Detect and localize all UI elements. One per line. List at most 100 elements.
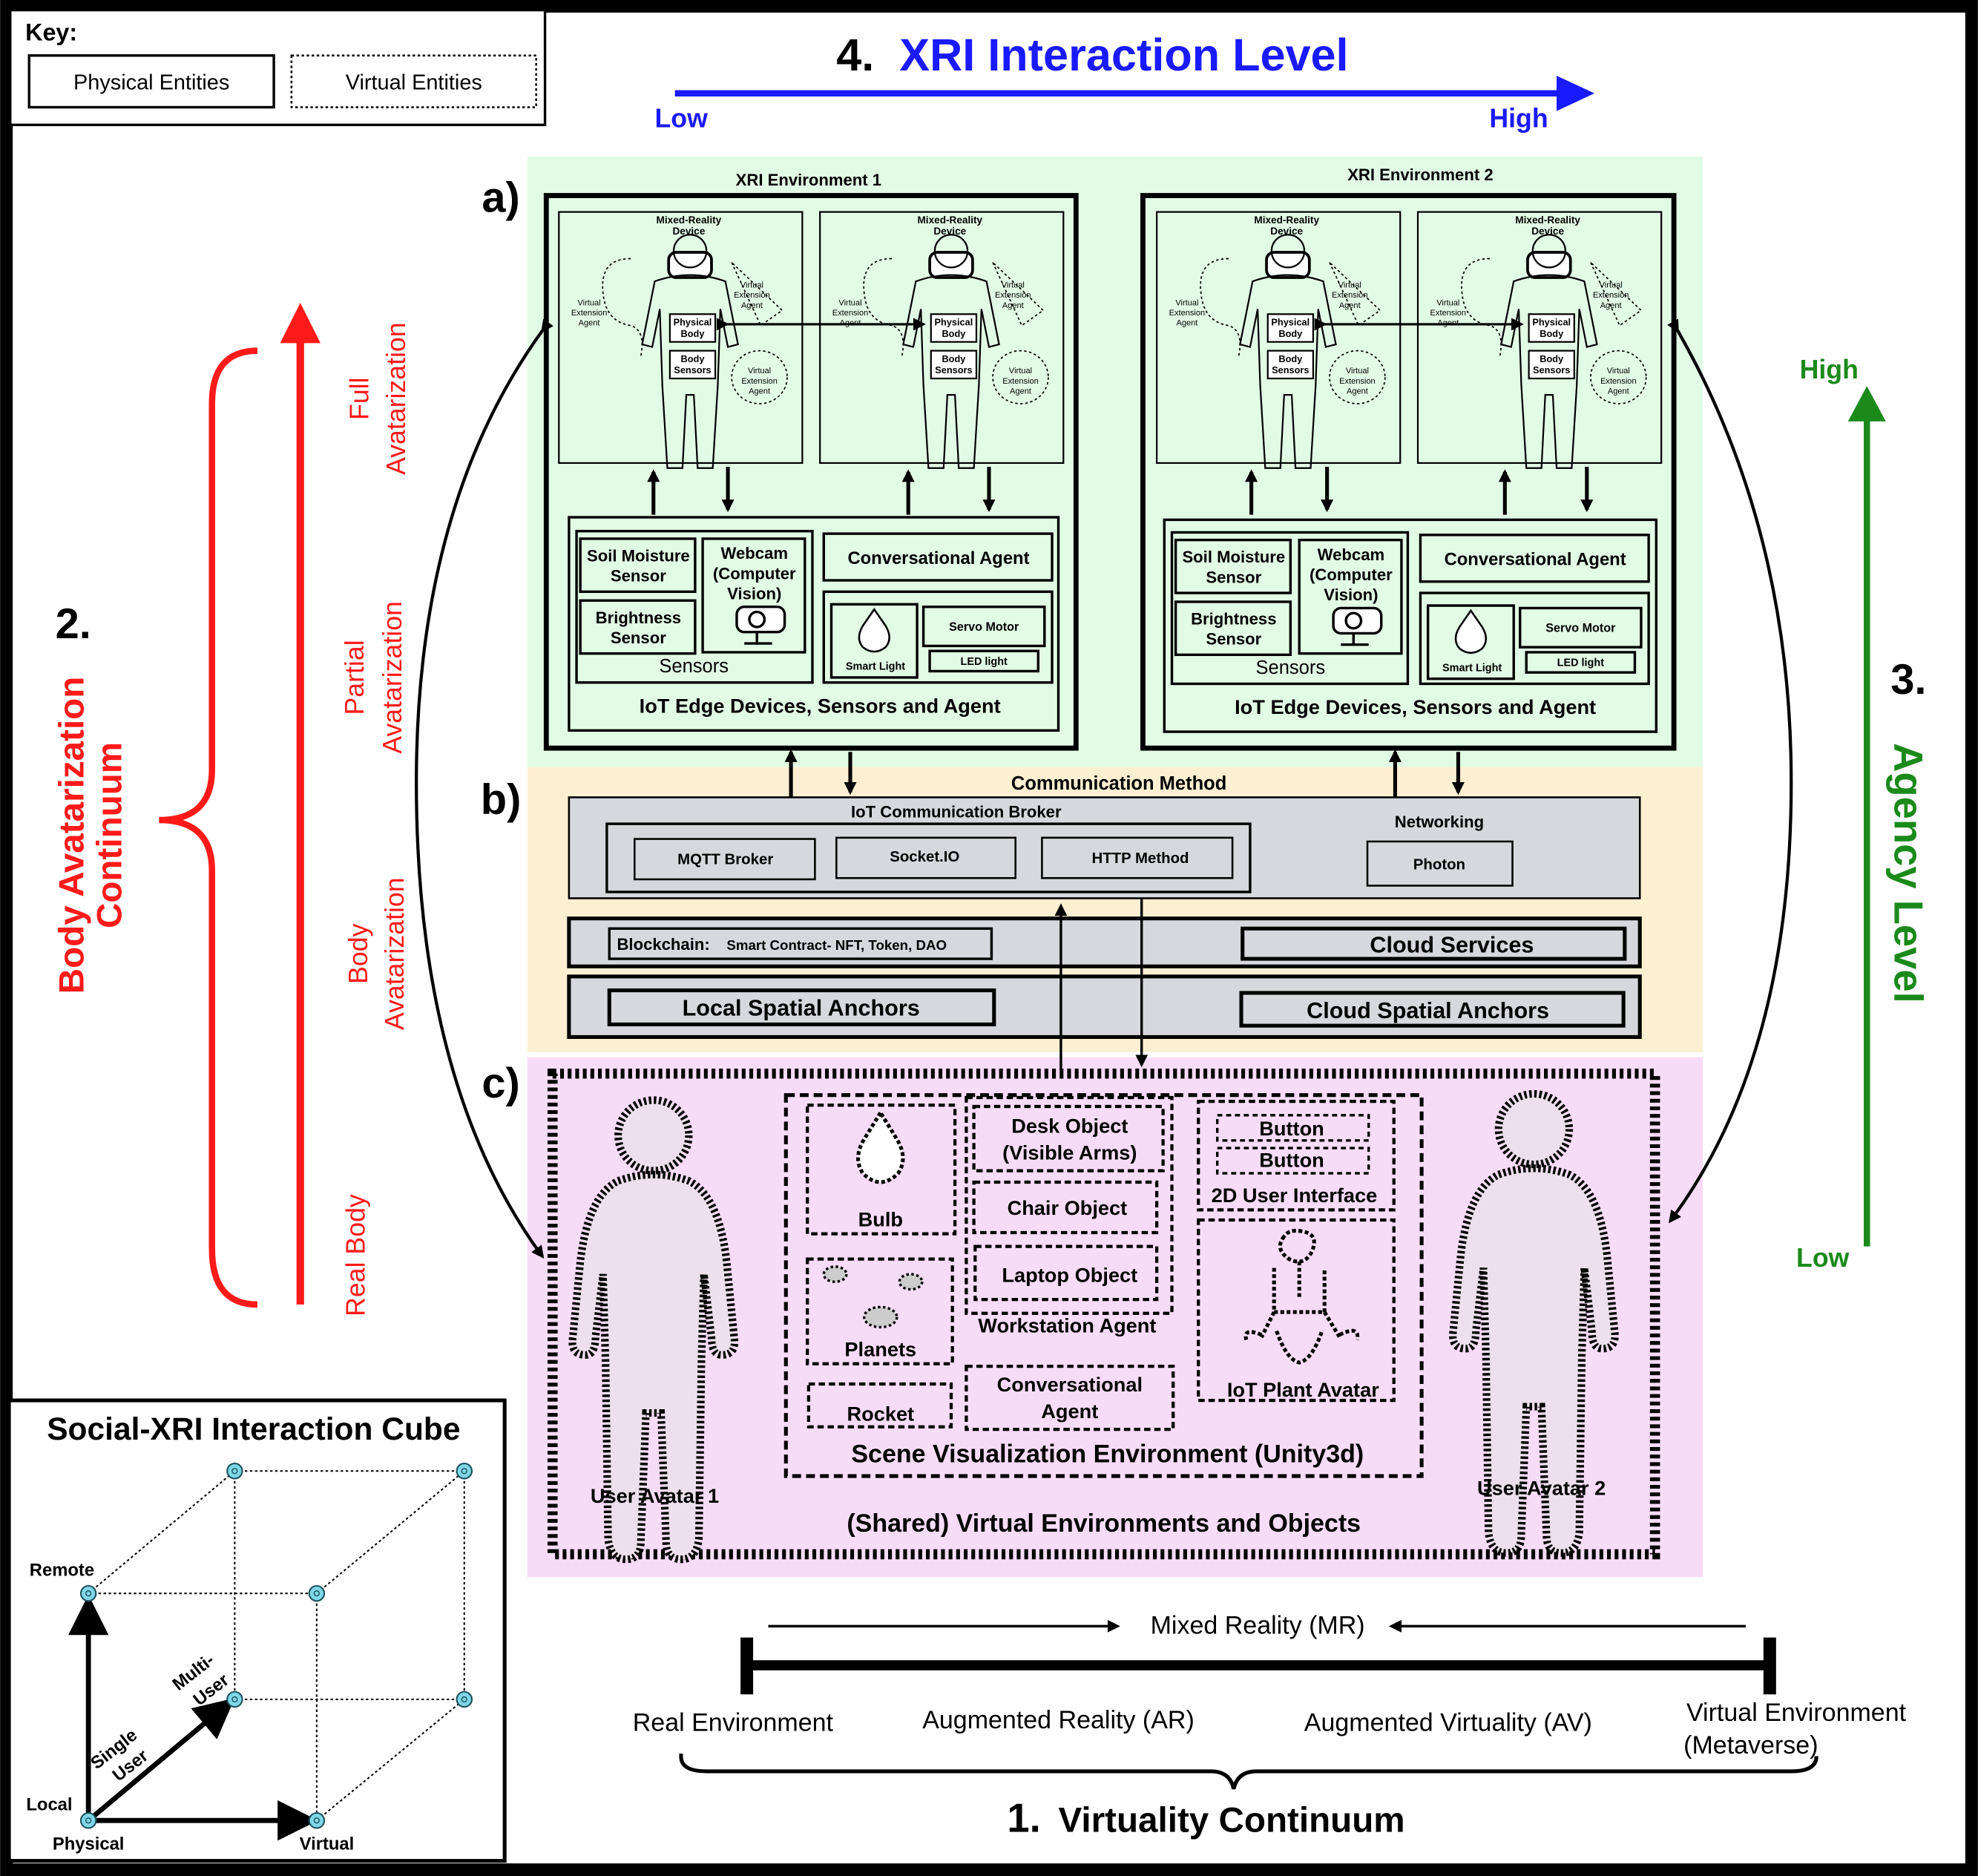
desk-label: Desk Object — [1011, 1115, 1128, 1138]
key-physical-box — [27, 54, 275, 109]
cube-node — [226, 1463, 243, 1480]
rocket-box — [806, 1382, 953, 1429]
ext-label: Extension — [571, 309, 608, 318]
button-1[interactable] — [1216, 1114, 1370, 1142]
interaction-level-high: High — [1489, 104, 1548, 134]
ext-label: Extension — [734, 291, 770, 300]
user-avatar-1-label: User Avatar 1 — [591, 1484, 719, 1507]
xri-environment-1-title: XRI Environment 1 — [736, 171, 881, 189]
ext-label: Virtual — [1338, 281, 1361, 290]
env1-to-avatar-arrow — [415, 318, 554, 1259]
cloud-services-label: Cloud Services — [1370, 933, 1534, 958]
ext-label: Extension — [1339, 377, 1376, 386]
body-sensors-label: Body — [681, 353, 706, 364]
xri-environment-2-title: XRI Environment 2 — [1347, 165, 1493, 184]
button-2[interactable] — [1216, 1147, 1370, 1175]
agency-level-axis: 3. Agency Level High Low — [1796, 355, 1931, 1273]
body-sensors-label: Body — [1278, 353, 1303, 364]
scene-frame — [783, 1093, 1424, 1478]
interaction-level-title: XRI Interaction Level — [899, 30, 1348, 80]
cube-edges — [88, 1470, 465, 1821]
headset-icon — [667, 251, 713, 279]
legend-key: Key: Physical Entities Virtual Entities — [9, 8, 547, 127]
ext-label: Extension — [1002, 377, 1039, 386]
device-label-2: Device — [1270, 226, 1303, 237]
desk-label-2: (Visible Arms) — [1002, 1141, 1137, 1164]
plant-label: IoT Plant Avatar — [1227, 1378, 1379, 1401]
partial-avatarization-2: Avatarization — [378, 601, 407, 754]
ext-label: Virtual — [1346, 367, 1369, 375]
physical-body-label: Physical — [1271, 317, 1310, 328]
chair-box — [972, 1180, 1159, 1235]
key-virtual-box — [290, 54, 537, 108]
planets-label: Planets — [844, 1338, 916, 1361]
planet-icon — [822, 1265, 848, 1283]
ar-label: Augmented Reality (AR) — [922, 1706, 1195, 1734]
bulb-icon — [856, 1109, 905, 1184]
local-anchors-box — [607, 988, 996, 1027]
cloud-anchors-box — [1239, 991, 1626, 1028]
physical-body-label: Physical — [674, 317, 712, 328]
user-panel-2a: Mixed-Reality Device Physical Body Body … — [1156, 211, 1402, 469]
led-light-label: LED light — [961, 656, 1008, 668]
photon-box — [1366, 840, 1514, 887]
user-panel-1b: Mixed-Reality Device Physical Body Body … — [819, 211, 1065, 469]
smart-light-icon — [858, 607, 890, 653]
interaction-level-arrow-head — [1557, 76, 1595, 111]
workstation-label: Workstation Agent — [978, 1313, 1156, 1337]
device-label-1: Mixed-Reality — [657, 214, 722, 226]
device-label-2: Device — [672, 226, 705, 237]
body-sensors-label-2: Sensors — [935, 364, 972, 375]
body-avatarization-title-1: Body Avatarization — [52, 677, 91, 994]
http-label: HTTP Method — [1092, 850, 1189, 867]
cube-node — [308, 1584, 326, 1602]
real-env-label: Real Environment — [633, 1708, 834, 1736]
ext-label: Virtual — [748, 367, 771, 375]
agency-arrow-head — [1847, 386, 1886, 422]
av-label: Augmented Virtuality (AV) — [1304, 1708, 1592, 1736]
laptop-label: Laptop Object — [1002, 1263, 1137, 1286]
webcam-label-3: Vision) — [727, 585, 781, 603]
interaction-level-number: 4. — [836, 30, 874, 80]
section-a-background — [527, 156, 1703, 767]
ext-label: Agent — [1010, 387, 1031, 396]
agency-low: Low — [1796, 1243, 1850, 1273]
virtuality-brace — [679, 1753, 1818, 1790]
interaction-cube: Social-XRI Interaction Cube Remote Local… — [7, 1398, 507, 1863]
agency-title: Agency Level — [1886, 743, 1931, 1003]
ext-label: Agent — [1347, 387, 1368, 396]
blockchain-label: Blockchain: — [617, 935, 709, 954]
socketio-box — [835, 836, 1016, 879]
mqtt-box — [634, 838, 816, 881]
ext-label: Agent — [741, 301, 763, 310]
ui2d-label: 2D User Interface — [1212, 1184, 1378, 1207]
cube-title: Social-XRI Interaction Cube — [47, 1412, 460, 1447]
env2-to-avatar-arrow — [1667, 318, 1793, 1224]
body-sensors-label: Body — [942, 353, 966, 364]
smart-light-icon — [1454, 609, 1488, 655]
ext-label: Agent — [1608, 387, 1629, 396]
cloud-anchors-label: Cloud Spatial Anchors — [1307, 998, 1549, 1023]
ext-label: Extension — [1430, 309, 1467, 318]
scene-label: Scene Visualization Environment (Unity3d… — [851, 1440, 1364, 1468]
body-avatarization-level-2: Avatarization — [380, 877, 410, 1030]
local-anchors-label: Local Spatial Anchors — [683, 996, 920, 1021]
smart-light-label: Smart Light — [846, 661, 905, 673]
webcam-label-3: Vision) — [1324, 586, 1378, 604]
ext-label: Virtual — [1600, 281, 1623, 290]
button-1-label: Button — [1259, 1117, 1324, 1140]
interaction-level-low: Low — [655, 104, 709, 134]
cube-node — [308, 1811, 326, 1829]
servo-motor-label: Servo Motor — [1545, 622, 1616, 635]
led-light-label: LED light — [1557, 657, 1605, 669]
blockchain-detail: Smart Contract- NFT, Token, DAO — [726, 937, 947, 953]
iot-block-1: Soil Moisture Sensor Brightness Sensor W… — [568, 516, 1060, 732]
real-body-level: Real Body — [341, 1194, 370, 1316]
device-label-2: Device — [1531, 226, 1564, 237]
planet-icon — [862, 1305, 898, 1329]
ext-label: Virtual — [1009, 367, 1032, 375]
brightness-label-2: Sensor — [1206, 630, 1261, 649]
mqtt-label: MQTT Broker — [677, 852, 773, 868]
